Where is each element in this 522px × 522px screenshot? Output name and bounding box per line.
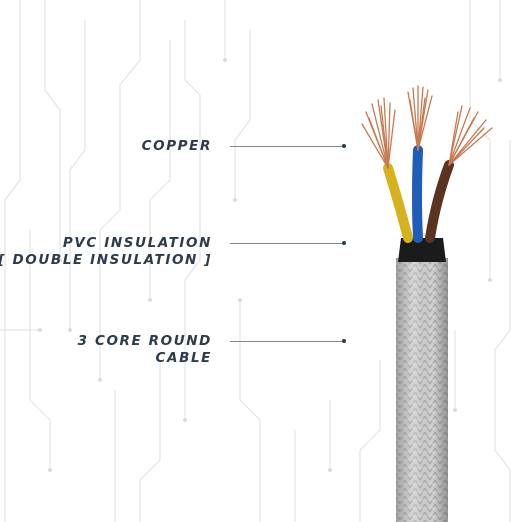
pvc-insulation-label: PVC INSULATION [ DOUBLE INSULATION ]	[0, 235, 212, 269]
cable-label: 3 CORE ROUND CABLE	[78, 333, 212, 367]
copper-strands	[361, 85, 493, 169]
cable-leader-dot	[342, 339, 346, 343]
copper-label-text: COPPER	[141, 138, 212, 154]
pvc-insulation-line2: [ DOUBLE INSULATION ]	[0, 252, 212, 268]
copper-label: COPPER	[142, 138, 212, 155]
pvc-leader-dot	[342, 241, 346, 245]
pvc-insulation-line1: PVC INSULATION	[62, 235, 212, 251]
pvc-leader-line	[230, 243, 344, 244]
yellow-core	[383, 163, 413, 243]
cable-label-line2: CABLE	[155, 350, 212, 366]
cable-leader-line	[230, 341, 344, 342]
brown-core	[425, 160, 454, 243]
cable-label-line1: 3 CORE ROUND	[77, 333, 212, 349]
braided-sheath	[396, 258, 448, 522]
copper-leader-dot	[342, 144, 346, 148]
copper-leader-line	[230, 146, 344, 147]
blue-core	[412, 145, 423, 243]
inner-sheath	[398, 238, 446, 262]
